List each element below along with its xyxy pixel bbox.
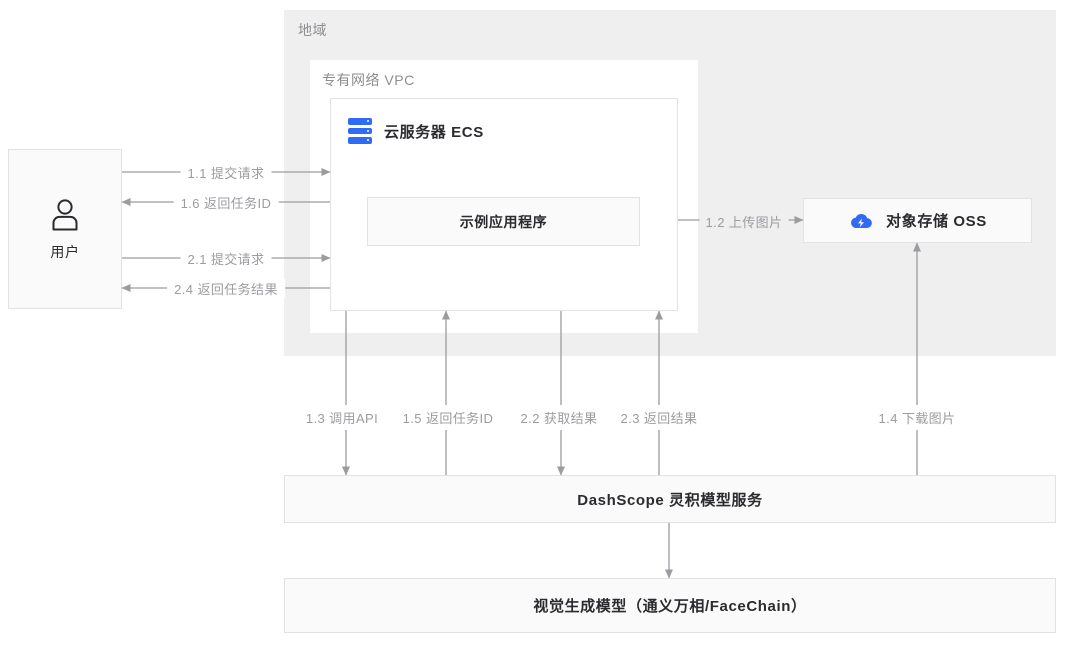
- flow-label-2-3: 2.3 返回结果: [614, 405, 704, 430]
- region-label: 地域: [298, 22, 327, 38]
- sample-application-box: 示例应用程序: [367, 197, 640, 246]
- cloud-storage-icon: [851, 213, 873, 228]
- flow-label-1-5: 1.5 返回任务ID: [396, 405, 500, 430]
- flow-label-1-1: 1.1 提交请求: [180, 163, 272, 182]
- flow-label-2-4: 2.4 返回任务结果: [167, 279, 285, 298]
- user-label: 用户: [50, 244, 80, 260]
- vpc-label: 专有网络 VPC: [322, 72, 415, 88]
- flow-label-1-4: 1.4 下载图片: [872, 405, 962, 430]
- user-icon: [52, 199, 78, 231]
- visual-generation-model-box: 视觉生成模型（通义万相/FaceChain）: [284, 578, 1056, 633]
- flow-label-2-1: 2.1 提交请求: [180, 249, 272, 268]
- flow-label-1-6: 1.6 返回任务ID: [173, 193, 279, 212]
- oss-box: 对象存储 OSS: [803, 198, 1032, 243]
- oss-label: 对象存储 OSS: [886, 213, 987, 230]
- flow-label-1-3: 1.3 调用API: [299, 405, 385, 430]
- ecs-label: 云服务器 ECS: [384, 123, 484, 141]
- dashscope-service-box: DashScope 灵积模型服务: [284, 475, 1056, 523]
- user-box: 用户: [8, 149, 122, 309]
- flow-label-1-2: 1.2 上传图片: [699, 212, 789, 231]
- flow-label-2-2: 2.2 获取结果: [514, 405, 604, 430]
- ecs-header: 云服务器 ECS: [348, 118, 484, 144]
- server-rack-icon: [348, 118, 372, 144]
